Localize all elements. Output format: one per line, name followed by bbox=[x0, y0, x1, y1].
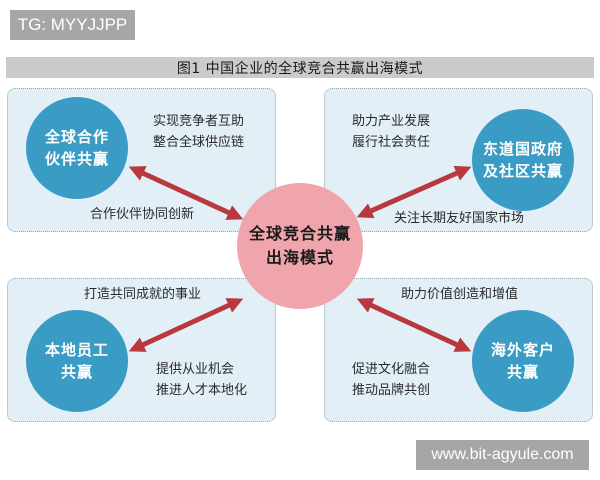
note-line: 履行社会责任 bbox=[352, 135, 431, 150]
note-local-employees: 提供从业机会 推进人才本地化 bbox=[156, 359, 247, 401]
arrow-label-local-employees: 打造共同成就的事业 bbox=[84, 287, 202, 302]
node-overseas-customers: 海外客户 共赢 bbox=[472, 310, 574, 412]
watermark-bottom-right: www.bit-agyule.com bbox=[416, 440, 589, 470]
node-label-line2: 及社区共赢 bbox=[482, 162, 563, 180]
center-label-line1: 全球竞合共赢 bbox=[248, 224, 351, 243]
node-label-line1: 东道国政府 bbox=[482, 140, 563, 158]
node-label-line1: 全球合作 bbox=[44, 128, 109, 146]
note-line: 整合全球供应链 bbox=[153, 135, 245, 150]
node-label-line2: 伙伴共赢 bbox=[44, 150, 109, 168]
note-line: 推进人才本地化 bbox=[156, 383, 248, 398]
arrow-label-overseas-customers: 助力价值创造和增值 bbox=[401, 287, 519, 302]
node-label-line2: 共赢 bbox=[506, 363, 539, 381]
note-global-partners: 实现竞争者互助 整合全球供应链 bbox=[153, 111, 244, 153]
node-local-employees: 本地员工 共赢 bbox=[26, 310, 128, 412]
watermark-top-left: TG: MYYJJPP bbox=[10, 10, 135, 40]
note-host-government: 助力产业发展 履行社会责任 bbox=[352, 111, 430, 153]
figure-title: 图1 中国企业的全球竞合共赢出海模式 bbox=[6, 57, 594, 78]
note-line: 推动品牌共创 bbox=[352, 383, 431, 398]
note-line: 助力产业发展 bbox=[352, 114, 431, 129]
note-line: 实现竞争者互助 bbox=[153, 114, 245, 129]
node-label-line1: 本地员工 bbox=[44, 341, 109, 359]
node-label-line1: 海外客户 bbox=[490, 341, 555, 359]
note-line: 促进文化融合 bbox=[352, 362, 431, 377]
center-node: 全球竞合共赢 出海模式 bbox=[237, 183, 363, 309]
center-label-line2: 出海模式 bbox=[265, 248, 334, 267]
arrow-label-host-government: 关注长期友好国家市场 bbox=[394, 211, 525, 226]
arrow-label-global-partners: 合作伙伴协同创新 bbox=[90, 207, 195, 222]
node-label-line2: 共赢 bbox=[60, 363, 93, 381]
note-line: 提供从业机会 bbox=[156, 362, 235, 377]
node-global-partners: 全球合作 伙伴共赢 bbox=[26, 97, 128, 199]
node-host-government: 东道国政府 及社区共赢 bbox=[472, 109, 574, 211]
note-overseas-customers: 促进文化融合 推动品牌共创 bbox=[352, 359, 430, 401]
